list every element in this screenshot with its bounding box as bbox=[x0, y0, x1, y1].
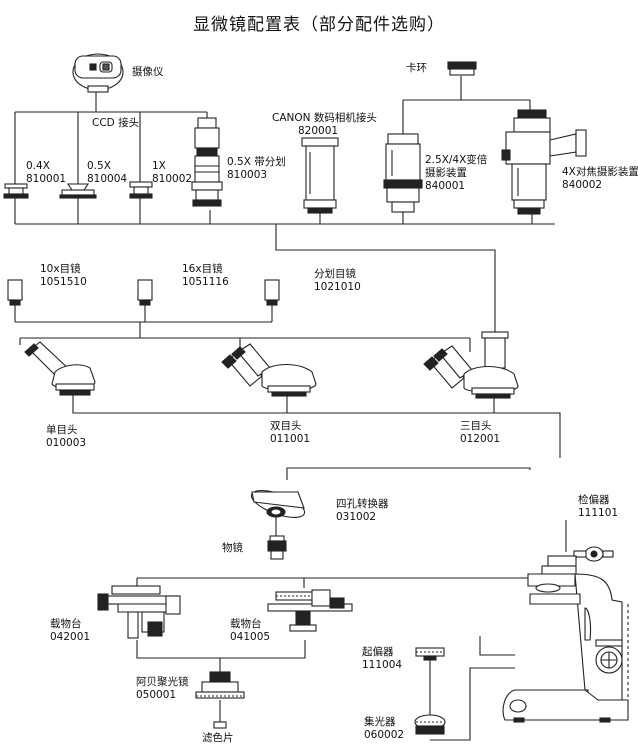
canon-label: CANON 数码相机接头 820001 bbox=[272, 112, 377, 138]
nosepiece-code: 031002 bbox=[336, 511, 377, 523]
adapter-1x-code: 810002 bbox=[152, 173, 193, 185]
analyzer-code: 111101 bbox=[578, 507, 619, 519]
adapter-0-5x-reticle bbox=[191, 117, 223, 207]
adapter-0-4x bbox=[3, 183, 29, 199]
photo-device-2-5x-4x-name1: 2.5X/4X变倍 bbox=[425, 154, 488, 166]
binocular-head-code: 011001 bbox=[270, 433, 311, 445]
stage-041005-code: 041005 bbox=[230, 631, 271, 643]
adapter-0-5x-reticle-code: 810003 bbox=[227, 169, 268, 181]
collector-lens bbox=[414, 714, 446, 735]
adapter-1x bbox=[129, 181, 153, 199]
monocular-head-name: 单目头 bbox=[46, 424, 78, 436]
trinocular-head-code: 012001 bbox=[460, 433, 501, 445]
adapter-0-5x bbox=[59, 183, 97, 199]
filter-label: 滤色片 bbox=[202, 732, 234, 744]
adapter-0-5x-label: 0.5X 810004 bbox=[87, 160, 127, 186]
binocular-head-label: 双目头 011001 bbox=[270, 420, 310, 446]
eyepiece-reticle bbox=[264, 279, 280, 306]
collector-name: 集光器 bbox=[364, 716, 396, 728]
eyepiece-reticle-name: 分划目镜 bbox=[314, 268, 356, 280]
monocular-head bbox=[24, 341, 96, 396]
eyepiece-16x-label: 16x目镜 1051116 bbox=[182, 263, 229, 289]
color-filter bbox=[213, 721, 227, 729]
collector-label: 集光器 060002 bbox=[364, 716, 404, 742]
abbe-condenser-label: 阿贝聚光镜 050001 bbox=[136, 676, 189, 702]
stage-042001-code: 042001 bbox=[50, 631, 91, 643]
adapter-0-5x-reticle-label: 0.5X 带分划 810003 bbox=[227, 156, 286, 182]
eyepiece-16x-name: 16x目镜 bbox=[182, 263, 223, 275]
eyepiece-16x bbox=[137, 279, 153, 306]
stage-042001-label: 载物台 042001 bbox=[50, 618, 90, 644]
trinocular-head-name: 三目头 bbox=[460, 420, 492, 432]
photo-device-2-5x-4x-label: 2.5X/4X变倍 摄影装置 840001 bbox=[425, 154, 487, 193]
ccd-label: CCD 接头 bbox=[92, 117, 140, 129]
adapter-1x-label: 1X 810002 bbox=[152, 160, 192, 186]
collector-code: 060002 bbox=[364, 729, 405, 741]
eyepiece-10x-code: 1051510 bbox=[40, 276, 87, 288]
clamp-ring-label: 卡环 bbox=[406, 62, 427, 74]
abbe-condenser bbox=[195, 671, 245, 699]
eyepiece-16x-code: 1051116 bbox=[182, 276, 229, 288]
photo-device-2-5x-4x-name2: 摄影装置 bbox=[425, 167, 467, 179]
nosepiece-label: 四孔转换器 031002 bbox=[336, 498, 389, 524]
page-title: 显微镜配置表（部分配件选购） bbox=[193, 15, 445, 35]
adapter-0-5x-reticle-name: 0.5X 带分划 bbox=[227, 156, 286, 168]
microscope-body bbox=[502, 555, 629, 723]
adapter-1x-name: 1X bbox=[152, 160, 166, 172]
polarizer-name: 起偏器 bbox=[362, 646, 394, 658]
eyepiece-reticle-label: 分划目镜 1021010 bbox=[314, 268, 361, 294]
stage-041005-name: 载物台 bbox=[230, 618, 262, 630]
stage-041005-label: 载物台 041005 bbox=[230, 618, 270, 644]
adapter-0-4x-name: 0.4X bbox=[26, 160, 50, 172]
photo-device-2-5x-4x bbox=[383, 133, 423, 213]
eyepiece-reticle-code: 1021010 bbox=[314, 281, 361, 293]
canon-code: 820001 bbox=[298, 125, 339, 137]
stage-042001-name: 载物台 bbox=[50, 618, 82, 630]
stage-042001 bbox=[97, 585, 181, 639]
abbe-condenser-code: 050001 bbox=[136, 689, 177, 701]
abbe-condenser-name: 阿贝聚光镜 bbox=[136, 676, 189, 688]
polarizer bbox=[415, 647, 445, 661]
polarizer-label: 起偏器 111004 bbox=[362, 646, 402, 672]
binocular-head-name: 双目头 bbox=[270, 420, 302, 432]
polarizer-code: 111004 bbox=[362, 659, 403, 671]
photo-device-4x-code: 840002 bbox=[562, 179, 603, 191]
clamp-ring bbox=[447, 61, 477, 76]
photo-device-4x-label: 4X对焦摄影装置 840002 bbox=[562, 166, 638, 192]
photo-device-4x-name: 4X对焦摄影装置 bbox=[562, 166, 638, 178]
trinocular-head bbox=[423, 331, 519, 399]
eyepiece-10x-label: 10x目镜 1051510 bbox=[40, 263, 87, 289]
objective-label: 物镜 bbox=[222, 542, 243, 554]
connector-lines bbox=[14, 76, 567, 741]
monocular-head-label: 单目头 010003 bbox=[46, 424, 86, 450]
stage-041005 bbox=[267, 589, 353, 632]
nosepiece-name: 四孔转换器 bbox=[336, 498, 389, 510]
trinocular-head-label: 三目头 012001 bbox=[460, 420, 500, 446]
canon-name: CANON 数码相机接头 bbox=[272, 112, 377, 124]
eyepiece-10x bbox=[7, 279, 23, 306]
analyzer bbox=[573, 546, 614, 562]
camera-device bbox=[72, 53, 124, 93]
objective-lens bbox=[267, 535, 287, 560]
monocular-head-code: 010003 bbox=[46, 437, 87, 449]
photo-device-2-5x-4x-code: 840001 bbox=[425, 180, 466, 192]
binocular-head bbox=[221, 343, 317, 397]
canon-adapter bbox=[301, 137, 339, 214]
nosepiece bbox=[250, 490, 306, 518]
adapter-0-4x-code: 810001 bbox=[26, 173, 67, 185]
analyzer-name: 检偏器 bbox=[578, 494, 610, 506]
adapter-0-5x-code: 810004 bbox=[87, 173, 128, 185]
adapter-0-5x-name: 0.5X bbox=[87, 160, 111, 172]
eyepiece-10x-name: 10x目镜 bbox=[40, 263, 81, 275]
analyzer-label: 检偏器 111101 bbox=[578, 494, 618, 520]
adapter-0-4x-label: 0.4X 810001 bbox=[26, 160, 66, 186]
photo-device-4x-focus bbox=[501, 109, 587, 215]
camera-label: 摄像仪 bbox=[132, 66, 164, 78]
